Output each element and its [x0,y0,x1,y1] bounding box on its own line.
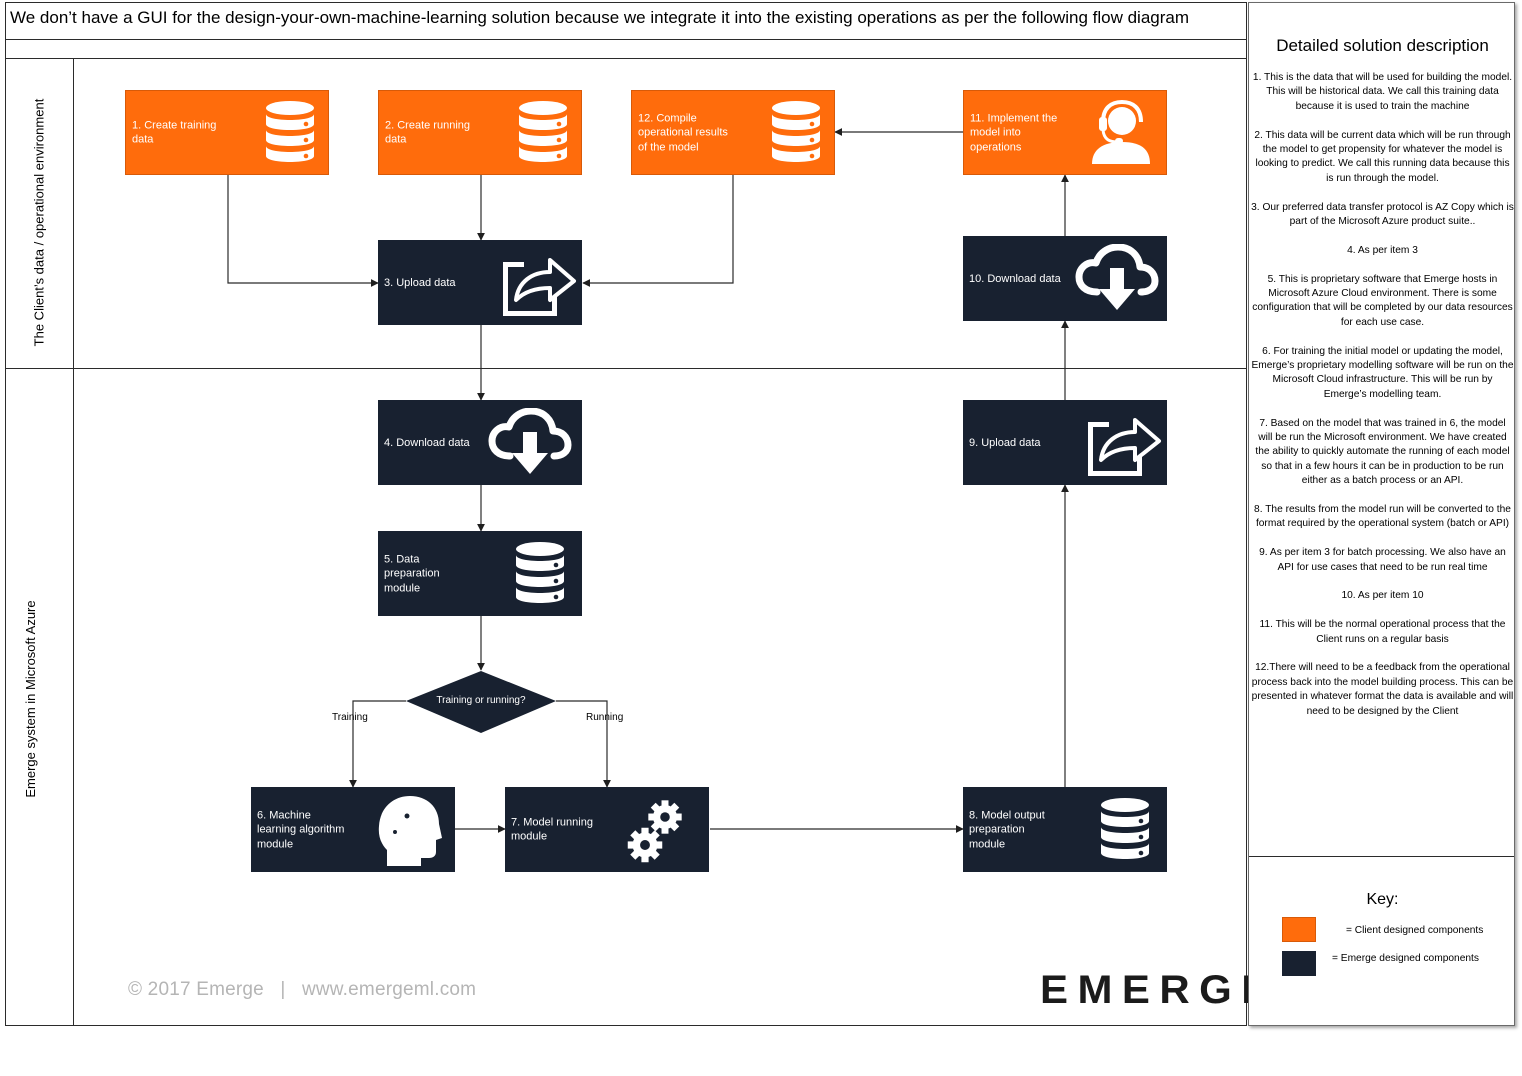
description-item: 6. For training the initial model or upd… [1251,345,1514,400]
gears-icon [627,799,682,862]
description-item: 5. This is proprietary software that Eme… [1252,273,1513,328]
description-item: 7. Based on the model that was trained i… [1255,417,1510,487]
panel-title: Detailed solution description [1276,36,1489,55]
step-5-box: 5. Data preparation module [378,531,582,616]
database-icon [264,100,316,166]
step-1-box: 1. Create training data [125,90,329,175]
arrow-12-to-3 [582,175,734,287]
step-3-label: 3. Upload data [384,276,456,289]
step-9-box: 9. Upload data [963,400,1167,485]
arrow-training [349,700,406,788]
description-item: 10. As per item 10 [1341,590,1424,602]
arrow-1-to-3 [227,175,379,287]
description-item: 3. Our preferred data transfer protocol … [1251,201,1514,228]
description-item: 1. This is the data that will be used fo… [1252,72,1513,112]
step-1-label: 1. Create training data [132,119,217,146]
cloud-download-icon [488,408,572,478]
arrow-running [556,700,611,788]
database-icon [514,541,566,607]
step-6-label: 6. Machine learning algorithm module [257,808,345,850]
branch-label-training: Training [332,712,368,723]
step-4-box: 4. Download data [378,400,582,485]
step-4-label: 4. Download data [384,436,470,449]
key-title: Key: [1366,891,1399,908]
page-title: We don’t have a GUI for the design-your-… [10,8,1190,27]
panel-divider [1249,856,1514,857]
description-item: 2. This data will be current data which … [1254,129,1511,184]
flow-connectors [227,128,1069,833]
database-icon [770,100,822,166]
decision-label: Training or running? [436,695,526,706]
description-item: 12.There will need to be a feedback from… [1251,662,1514,717]
step-11-box: 11. Implement the model into operations [963,90,1167,175]
step-11-label: 11. Implement the model into operations [970,111,1058,153]
description-item: 4. As per item 3 [1347,244,1418,256]
branch-label-running: Running [586,712,624,723]
step-8-box: 8. Model output preparation module [963,787,1167,872]
description-item: 11. This will be the normal operational … [1259,619,1506,645]
solution-description-panel: Detailed solution description 1. This is… [1248,2,1515,1026]
share-upload-icon [498,248,578,318]
step-6-box: 6. Machine learning algorithm module [251,787,455,872]
step-12-box: 12. Compile operational results of the m… [631,90,835,175]
footer-copyright: © 2017 Emerge | www.emergeml.com [128,979,477,1000]
share-upload-icon [1083,408,1163,478]
step-2-label: 2. Create running data [385,119,470,146]
step-2-box: 2. Create running data [378,90,582,175]
cloud-download-icon [1075,244,1159,314]
step-3-box: 3. Upload data [378,240,582,325]
step-9-label: 9. Upload data [969,436,1041,449]
step-7-box: 7. Model running module [505,787,709,872]
key-swatch-client [1282,917,1316,942]
decision-diamond [406,671,556,733]
key-label-client: = Client designed components [1346,925,1484,936]
step-10-label: 10. Download data [969,272,1061,285]
step-5-label: 5. Data preparation module [384,552,440,594]
description-item: 8. The results from the model run will b… [1254,504,1511,530]
support-agent-icon [1092,99,1150,164]
step-7-label: 7. Model running module [511,816,593,843]
brain-gears-icon [378,795,442,866]
step-10-box: 10. Download data [963,236,1167,321]
database-icon [517,100,569,166]
key-label-emerge: = Emerge designed components [1332,953,1479,964]
emerge-logo: EMERGE [1040,968,1279,1012]
database-icon [1099,797,1151,863]
description-item: 9. As per item 3 for batch processing. W… [1259,547,1506,573]
step-12-label: 12. Compile operational results of the m… [638,111,728,153]
key-swatch-emerge [1282,951,1316,976]
step-8-label: 8. Model output preparation module [969,808,1045,850]
description-list: 1. This is the data that will be used fo… [1251,71,1514,734]
